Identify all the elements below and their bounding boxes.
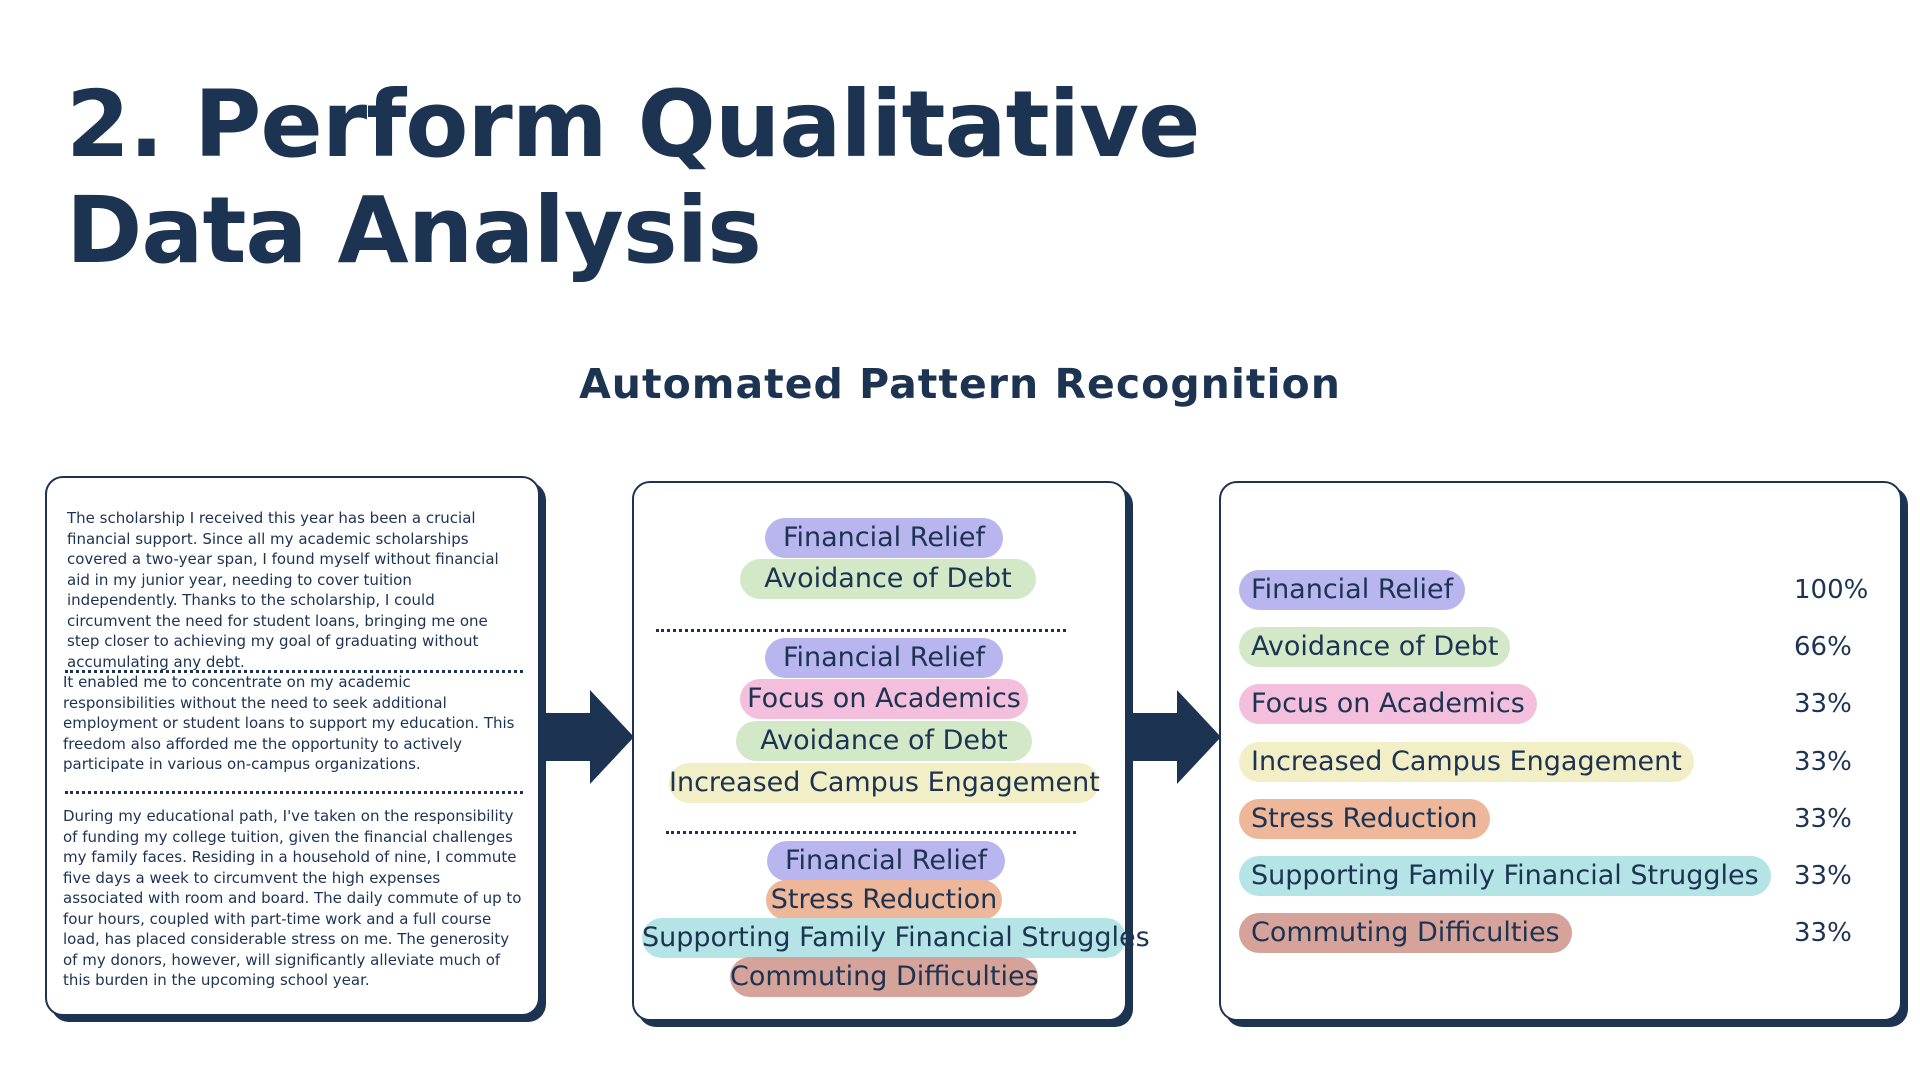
theme-tag: Financial Relief — [765, 638, 1003, 678]
theme-frequency-panel: Financial Relief 100% Avoidance of Debt … — [1219, 481, 1902, 1021]
theme-frequency-row: Supporting Family Financial Struggles 33… — [1239, 856, 1852, 896]
theme-tag: Supporting Family Financial Struggles — [642, 918, 1150, 958]
theme-frequency-row: Avoidance of Debt 66% — [1239, 627, 1852, 667]
tag-group-divider — [666, 831, 1076, 834]
tagged-responses-panel: Financial Relief Avoidance of Debt Finan… — [632, 481, 1150, 1021]
tag-group-divider — [656, 629, 1066, 632]
theme-tag: Increased Campus Engagement — [669, 763, 1100, 803]
theme-tag: Focus on Academics — [1239, 684, 1537, 724]
theme-tag: Financial Relief — [1239, 570, 1466, 610]
section-subtitle: Automated Pattern Recognition — [579, 360, 1341, 408]
theme-tag: Commuting Difficulties — [1239, 913, 1572, 953]
theme-tag: Avoidance of Debt — [736, 721, 1032, 761]
theme-percent: 33% — [1794, 689, 1852, 719]
page-title: 2. Perform Qualitative Data Analysis — [66, 71, 1200, 284]
theme-tag: Stress Reduction — [766, 880, 1002, 920]
response-divider — [65, 670, 523, 673]
theme-percent: 33% — [1794, 861, 1852, 891]
theme-tag: Financial Relief — [765, 518, 1003, 558]
theme-percent: 33% — [1794, 804, 1852, 834]
theme-frequency-row: Stress Reduction 33% — [1239, 799, 1852, 839]
theme-tag: Increased Campus Engagement — [1239, 742, 1694, 782]
response-text: During my educational path, I've taken o… — [63, 807, 522, 989]
theme-frequency-row: Financial Relief 100% — [1239, 570, 1868, 610]
theme-frequency-row: Focus on Academics 33% — [1239, 684, 1852, 724]
right-arrow-icon — [540, 690, 634, 784]
theme-tag: Commuting Difficulties — [730, 957, 1039, 997]
response-text: The scholarship I received this year has… — [67, 509, 499, 671]
theme-percent: 66% — [1794, 632, 1852, 662]
right-arrow-icon — [1127, 690, 1221, 784]
theme-tag: Stress Reduction — [1239, 799, 1490, 839]
theme-frequency-row: Commuting Difficulties 33% — [1239, 913, 1852, 953]
response-text: It enabled me to concentrate on my acade… — [63, 673, 515, 773]
theme-frequency-row: Increased Campus Engagement 33% — [1239, 742, 1852, 782]
theme-percent: 33% — [1794, 918, 1852, 948]
theme-tag: Supporting Family Financial Struggles — [1239, 856, 1771, 896]
theme-tag: Focus on Academics — [740, 679, 1028, 719]
theme-percent: 33% — [1794, 747, 1852, 777]
theme-percent: 100% — [1794, 575, 1869, 605]
response-divider — [65, 791, 523, 794]
responses-panel: The scholarship I received this year has… — [45, 476, 540, 1016]
theme-tag: Avoidance of Debt — [740, 559, 1036, 599]
theme-tag: Financial Relief — [767, 841, 1005, 881]
theme-tag: Avoidance of Debt — [1239, 627, 1511, 667]
